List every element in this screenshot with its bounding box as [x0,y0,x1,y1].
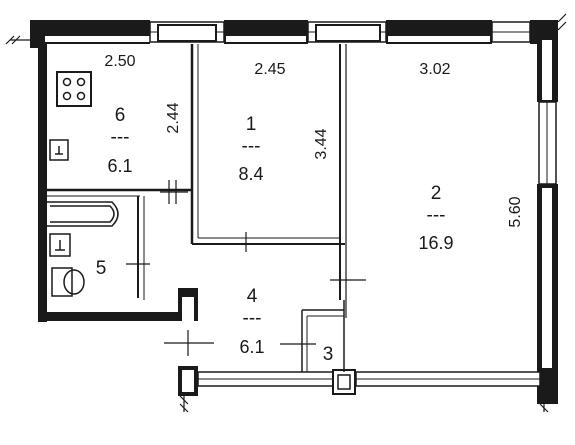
dimension-room2-width: 3.02 [419,61,450,78]
windows [149,21,557,387]
wall-bottom-right [540,370,558,400]
dimension-room2-depth: 5.60 [507,196,524,227]
wall-left-corner [30,20,47,48]
room-3-number: 3 [323,344,334,365]
room-1-separator: --- [242,136,261,157]
room-2-area: 16.9 [418,233,453,253]
wall-bottom-left [38,312,198,321]
room-1-number: 1 [246,114,257,135]
room-6-separator: --- [111,127,130,148]
room-4-area: 6.1 [239,337,264,357]
wall-bottom-step2 [178,288,198,297]
stove-icon [56,71,92,107]
bath-sink-icon [49,233,71,257]
dimension-kitchen-depth: 2.44 [165,102,182,133]
walls [30,20,558,404]
wall-left [38,20,47,322]
bathtub-icon [47,201,119,227]
toilet-icon [51,267,85,297]
room-5-number: 5 [96,258,107,279]
room-4-number: 4 [247,286,258,307]
dimension-room1-depth: 3.44 [313,128,330,159]
room-2-number: 2 [431,183,442,204]
room-1-area: 8.4 [238,164,263,184]
sink-icon [49,139,69,161]
partitions [47,44,347,372]
dimension-room1-width: 2.45 [254,61,285,78]
room-4-separator: --- [243,308,262,329]
room-6-number: 6 [115,105,126,126]
room-6-area: 6.1 [107,156,132,176]
door-marks [126,180,366,356]
room-2-separator: --- [427,205,446,226]
dimension-kitchen-width: 2.50 [104,53,135,70]
